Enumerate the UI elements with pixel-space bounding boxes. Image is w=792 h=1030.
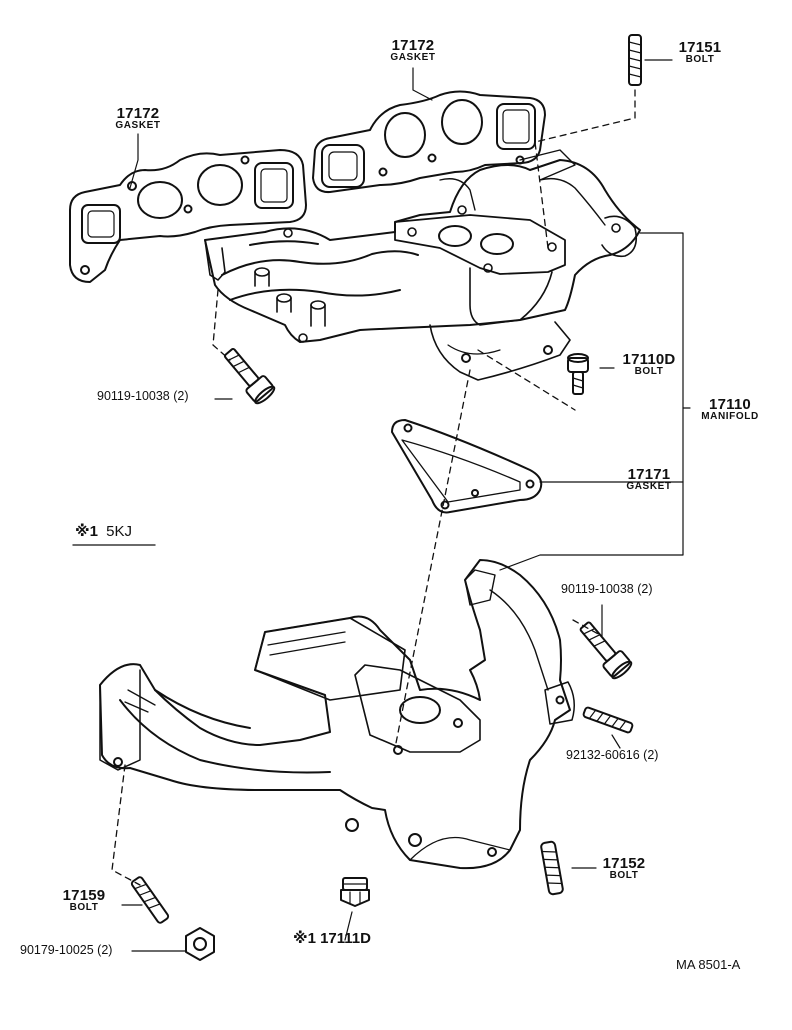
stud-17151 xyxy=(628,34,642,86)
left-exhaust-gasket xyxy=(69,149,307,283)
note-marker: ※1 xyxy=(75,523,98,540)
top-exhaust-gasket xyxy=(312,90,546,194)
part-name: BOLT xyxy=(69,902,99,913)
part-ref-90119-lower: 90119-10038 (2) xyxy=(561,582,653,596)
part-number: 17159 xyxy=(62,887,106,904)
part-name: GASKET xyxy=(626,481,672,492)
bolt-90119-lower xyxy=(579,621,633,680)
part-number: 17172 xyxy=(391,37,435,54)
part-name: BOLT xyxy=(634,366,664,377)
part-number: 17172 xyxy=(116,105,160,122)
part-ref-90179: 90179-10025 (2) xyxy=(20,943,113,957)
stud-92132 xyxy=(582,706,634,734)
part-number: 17171 xyxy=(627,466,671,483)
callout-bolt-17152: 17152 BOLT xyxy=(592,856,656,881)
callout-bolt-17159: 17159 BOLT xyxy=(52,888,116,913)
plug-17111d xyxy=(340,877,370,907)
lower-exhaust-manifold xyxy=(99,559,575,870)
stud-17152 xyxy=(540,840,564,896)
leader-lines xyxy=(121,59,691,952)
part-ref-17111d: ※1 17111D xyxy=(293,930,371,947)
callout-gasket-17172-top: 17172 GASKET xyxy=(381,38,445,63)
part-name: BOLT xyxy=(685,54,715,65)
bolt-90119-upper xyxy=(223,347,276,405)
part-ref-92132: 92132-60616 (2) xyxy=(566,748,659,762)
note-text: 5KJ xyxy=(106,523,132,540)
callout-gasket-17172-left: 17172 GASKET xyxy=(106,106,170,131)
callout-bolt-17151: 17151 BOLT xyxy=(671,40,729,65)
part-number: 17151 xyxy=(678,39,722,56)
alignment-lines xyxy=(111,89,636,886)
part-name: MANIFOLD xyxy=(701,411,759,422)
note-5kj: ※1 5KJ xyxy=(75,524,132,539)
callout-manifold-17110: 17110 MANIFOLD xyxy=(690,397,770,422)
part-number: 17152 xyxy=(602,855,646,872)
callout-bolt-17110d: 17110D BOLT xyxy=(612,352,686,377)
part-number: 17110 xyxy=(709,396,751,413)
part-name: GASKET xyxy=(115,120,161,131)
part-name: BOLT xyxy=(609,870,639,881)
part-ref-90119-upper: 90119-10038 (2) xyxy=(97,389,189,403)
bolt-17110d xyxy=(567,353,589,395)
stud-17159 xyxy=(130,876,170,924)
flange-gasket xyxy=(391,419,543,514)
part-name: GASKET xyxy=(390,52,436,63)
figure-code: MA 8501-A xyxy=(676,957,741,972)
callout-gasket-17171: 17171 GASKET xyxy=(617,467,681,492)
nut-90179 xyxy=(185,927,215,961)
part-number: 17110D xyxy=(622,351,676,368)
upper-intake-manifold xyxy=(204,149,641,381)
